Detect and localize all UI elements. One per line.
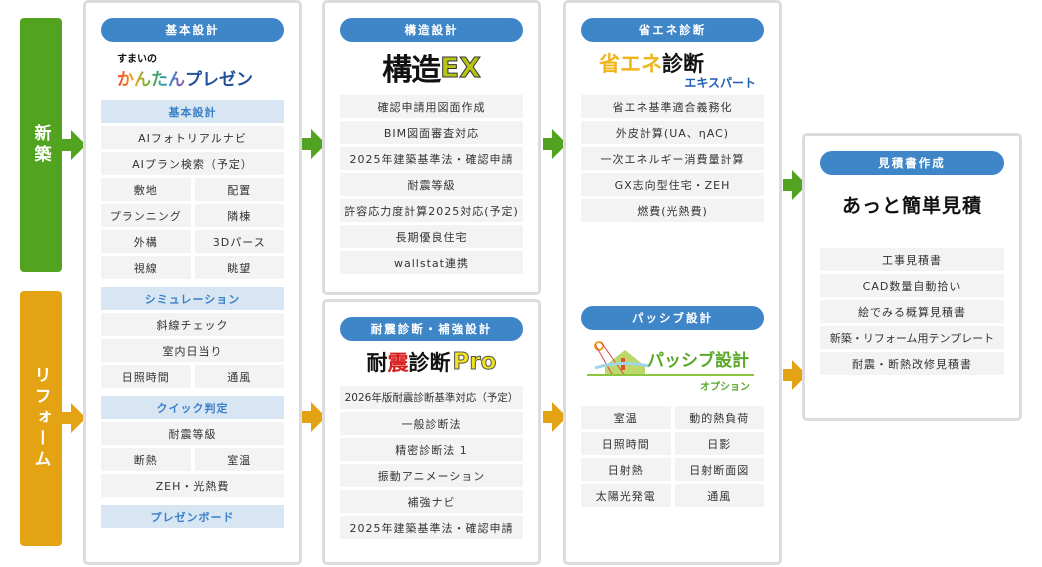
feature-item: wallstat連携 [340, 251, 523, 274]
feature-item: 配置 [194, 178, 284, 201]
arrow-right-icon [302, 402, 326, 432]
feature-item: 一般診断法 [340, 412, 523, 435]
feature-item: 視線 [101, 256, 191, 279]
new-build-flow-label: 新築 [20, 18, 62, 272]
feature-item: 外構 [101, 230, 191, 253]
feature-item: 絵でみる概算見積書 [820, 300, 1004, 323]
estimate-panel: 見積書作成 あっと簡単見積 工事見積書 CAD数量自動拾い 絵でみる概算見積書 … [802, 133, 1022, 421]
section-presen-board: プレゼンボード [101, 505, 284, 528]
arrow-right-icon [302, 129, 326, 159]
feature-item: 確認申請用図面作成 [340, 95, 523, 118]
feature-item: 通風 [194, 365, 284, 388]
feature-item: 隣棟 [194, 204, 284, 227]
section-quick-check: クイック判定 [101, 396, 284, 419]
feature-item: 室温 [194, 448, 284, 471]
passive-design-pill: パッシブ設計 [581, 306, 764, 330]
feature-item: 2026年版耐震診断基準対応（予定） [340, 386, 523, 409]
feature-item: 耐震・断熱改修見積書 [820, 352, 1004, 375]
feature-item: 許容応力度計算2025対応(予定) [340, 199, 523, 222]
feature-item: 2025年建築基準法・確認申請 [340, 516, 523, 539]
feature-item: 日射断面図 [674, 458, 764, 481]
feature-item: 日照時間 [581, 432, 671, 455]
feature-item: 太陽光発電 [581, 484, 671, 507]
feature-item: 工事見積書 [820, 248, 1004, 271]
seismic-diagnosis-pill: 耐震診断・補強設計 [340, 317, 523, 341]
section-basic-design: 基本設計 [101, 100, 284, 123]
feature-item: 外皮計算(UA、ηAC) [581, 121, 764, 144]
feature-item: 日射熱 [581, 458, 671, 481]
basic-design-pill: 基本設計 [101, 18, 284, 42]
feature-item: 耐震等級 [101, 422, 284, 445]
energy-diagnosis-pill: 省エネ診断 [581, 18, 764, 42]
feature-item: ZEH・光熱費 [101, 474, 284, 497]
feature-item: CAD数量自動拾い [820, 274, 1004, 297]
feature-item: 敷地 [101, 178, 191, 201]
passive-design-logo: パッシブ設計 オプション [581, 336, 764, 400]
basic-design-panel: 基本設計 すまいの かんたんプレゼン 基本設計 AIフォトリアルナビ AIプラン… [83, 0, 302, 565]
feature-item: 燃費(光熱費) [581, 199, 764, 222]
structural-design-pill: 構造設計 [340, 18, 523, 42]
feature-item: 室内日当り [101, 339, 284, 362]
feature-item: 日照時間 [101, 365, 191, 388]
feature-item: GX志向型住宅・ZEH [581, 173, 764, 196]
feature-item: 眺望 [194, 256, 284, 279]
feature-item: 振動アニメーション [340, 464, 523, 487]
estimate-pill: 見積書作成 [820, 151, 1004, 175]
feature-item: 補強ナビ [340, 490, 523, 513]
feature-item: 耐震等級 [340, 173, 523, 196]
arrow-right-icon [543, 129, 567, 159]
house-sun-icon [594, 341, 650, 377]
arrow-right-icon [543, 402, 567, 432]
arrow-right-icon [62, 403, 86, 433]
feature-item: BIM図面審査対応 [340, 121, 523, 144]
feature-item: 長期優良住宅 [340, 225, 523, 248]
section-simulation: シミュレーション [101, 287, 284, 310]
feature-item: 3Dパース [194, 230, 284, 253]
feature-item: AIプラン検索（予定） [101, 152, 284, 175]
atto-kantan-mitsumori-logo: あっと簡単見積 [841, 194, 982, 217]
feature-item: 一次エネルギー消費量計算 [581, 147, 764, 170]
feature-item: 新築・リフォーム用テンプレート [820, 326, 1004, 349]
feature-item: 斜線チェック [101, 313, 284, 336]
feature-item: AIフォトリアルナビ [101, 126, 284, 149]
feature-item: 通風 [674, 484, 764, 507]
feature-item: 室温 [581, 406, 671, 429]
feature-item: プランニング [101, 204, 191, 227]
sumai-presen-logo: すまいの かんたんプレゼン [117, 54, 253, 90]
feature-item: 精密診断法 1 [340, 438, 523, 461]
energy-passive-panel: 省エネ診断 省エネ診断 エキスパート 省エネ基準適合義務化 外皮計算(UA、ηA… [563, 0, 782, 565]
feature-item: 日影 [674, 432, 764, 455]
arrow-right-icon [62, 130, 86, 160]
feature-item: 2025年建築基準法・確認申請 [340, 147, 523, 170]
feature-item: 動的熱負荷 [674, 406, 764, 429]
feature-item: 断熱 [101, 448, 191, 471]
energy-expert-logo: 省エネ診断 エキスパート [599, 52, 756, 90]
reform-flow-label: リフォーム [20, 291, 62, 546]
feature-item: 省エネ基準適合義務化 [581, 95, 764, 118]
